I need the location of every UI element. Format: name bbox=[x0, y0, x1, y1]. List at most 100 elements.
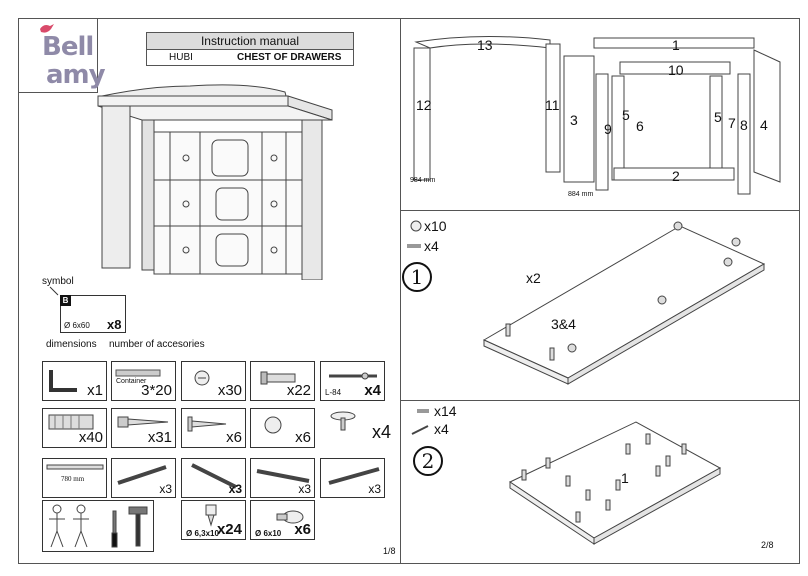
rail-length-label: 780 mm bbox=[61, 475, 85, 483]
dowel-icon bbox=[407, 244, 421, 248]
short-screw-icon bbox=[187, 416, 227, 432]
exploded-view-diagram bbox=[413, 35, 781, 195]
door-handle-icon bbox=[330, 411, 356, 431]
quantity: x24 bbox=[216, 521, 242, 538]
long-screw-cell: x31 bbox=[111, 408, 176, 448]
logo-text-line1: Bell bbox=[42, 32, 94, 62]
long-bolt-icon bbox=[329, 372, 377, 380]
quantity: x6 bbox=[295, 429, 311, 446]
part-label-2: 2 bbox=[672, 168, 680, 184]
part-label-6: 6 bbox=[636, 118, 644, 134]
hinge-plate-cell: x40 bbox=[42, 408, 107, 448]
part-label-5a: 5 bbox=[622, 107, 630, 123]
quantity: x3 bbox=[228, 482, 242, 496]
dimensions-label: dimensions bbox=[46, 339, 97, 350]
drawer-runner-icon bbox=[191, 463, 237, 489]
manual-title: Instruction manual bbox=[147, 33, 353, 50]
symbol-quantity: x8 bbox=[107, 317, 122, 332]
screw-size-label: Ø 6,3x10 bbox=[186, 529, 219, 538]
knob-cell: x6 bbox=[250, 408, 315, 448]
symbol-arrow bbox=[49, 286, 59, 296]
dimension-984: 984 mm bbox=[410, 177, 436, 184]
brand-logo: Bell amy bbox=[18, 18, 106, 93]
allen-key-cell: x1 bbox=[42, 361, 107, 401]
part-label-8: 8 bbox=[740, 117, 748, 133]
screw-icon bbox=[115, 369, 161, 377]
quantity: x31 bbox=[147, 429, 172, 446]
section-divider-1 bbox=[400, 210, 800, 211]
section-divider-2 bbox=[400, 400, 800, 401]
step1-parts-label: 3&4 bbox=[551, 316, 576, 332]
cam-lock-cell: x30 bbox=[181, 361, 246, 401]
part-label-3: 3 bbox=[570, 112, 578, 128]
screw-6-3x10-cell: Ø 6,3x10 x24 bbox=[181, 500, 246, 540]
quantity: x3 bbox=[368, 482, 381, 496]
drawer-runner-a-cell: x3 bbox=[111, 458, 176, 498]
short-screw-cell: x6 bbox=[181, 408, 246, 448]
symbol-dimension: Ø 6x60 bbox=[64, 321, 90, 330]
small-screw-icon bbox=[205, 504, 217, 527]
allen-key-icon bbox=[49, 370, 77, 392]
rail-cell: 780 mm bbox=[42, 458, 107, 498]
step2-screw-qty: x4 bbox=[434, 421, 449, 437]
quantity: x6 bbox=[294, 521, 311, 538]
part-label-13: 13 bbox=[477, 37, 493, 53]
knob-icon bbox=[264, 416, 282, 434]
quantity: x4 bbox=[371, 422, 391, 442]
product-name: CHEST OF DRAWERS bbox=[237, 52, 342, 63]
part-label-7: 7 bbox=[728, 115, 736, 131]
dimension-884: 884 mm bbox=[568, 191, 594, 198]
symbol-box bbox=[60, 295, 126, 333]
step2-dowel-qty: x14 bbox=[434, 403, 457, 419]
quantity: x30 bbox=[217, 382, 242, 399]
quantity: x40 bbox=[78, 429, 103, 446]
drawer-runner-icon bbox=[328, 467, 380, 485]
bird-icon bbox=[40, 24, 54, 33]
drawer-runner-d-cell: x3 bbox=[320, 458, 385, 498]
manual-header: Instruction manual HUBI CHEST OF DRAWERS bbox=[146, 32, 354, 66]
bolt-84-cell: L-84 x4 bbox=[320, 361, 385, 401]
rail-icon bbox=[46, 464, 104, 470]
bolt-length-label: L-84 bbox=[325, 388, 342, 397]
step1-multiplier: x2 bbox=[526, 270, 541, 286]
step-1-badge: 1 bbox=[402, 262, 432, 292]
dowel-icon bbox=[276, 510, 304, 524]
instruction-sheet bbox=[18, 18, 800, 564]
accessories-label: number of accesories bbox=[109, 339, 205, 350]
screw-icon bbox=[411, 425, 429, 435]
step2-part-label: 1 bbox=[621, 470, 629, 486]
step1-cam-qty: x10 bbox=[424, 218, 447, 234]
cam-lock-icon bbox=[194, 370, 210, 386]
screw-6x10-cell: Ø 6x10 x6 bbox=[250, 500, 315, 540]
cam-container-cell: Container 3*20 bbox=[111, 361, 176, 401]
logo-text-line2: amy bbox=[46, 60, 106, 90]
model-name: HUBI bbox=[169, 52, 193, 63]
part-label-4: 4 bbox=[760, 117, 768, 133]
hinge-plate-icon bbox=[48, 414, 94, 430]
quantity: x4 bbox=[364, 382, 381, 399]
quantity: x3 bbox=[159, 482, 172, 496]
part-label-5b: 5 bbox=[714, 109, 722, 125]
step2-panel-illustration bbox=[508, 421, 722, 545]
connector-bolt-cell: x22 bbox=[250, 361, 315, 401]
screw-size-label: Ø 6x10 bbox=[255, 529, 282, 538]
quantity: x3 bbox=[298, 482, 311, 496]
tools-and-persons-cell bbox=[42, 500, 154, 552]
part-label-11: 11 bbox=[545, 97, 560, 113]
cam-lock-icon bbox=[410, 220, 422, 232]
part-label-10: 10 bbox=[668, 62, 684, 78]
symbol-letter: B bbox=[60, 295, 71, 306]
door-handle-item: x4 bbox=[325, 406, 391, 446]
part-label-1: 1 bbox=[672, 37, 680, 53]
drawer-runner-icon bbox=[117, 465, 167, 485]
quantity: 3*20 bbox=[141, 382, 172, 399]
chest-of-drawers-illustration bbox=[97, 84, 333, 280]
part-label-9: 9 bbox=[604, 121, 612, 137]
part-label-12: 12 bbox=[416, 97, 432, 113]
page-number-left: 1/8 bbox=[383, 546, 396, 556]
quantity: x6 bbox=[226, 429, 242, 446]
symbol-label: symbol bbox=[42, 276, 74, 287]
dowel-icon bbox=[417, 409, 429, 413]
drawer-runner-icon bbox=[256, 469, 310, 483]
drawer-runner-c-cell: x3 bbox=[250, 458, 315, 498]
